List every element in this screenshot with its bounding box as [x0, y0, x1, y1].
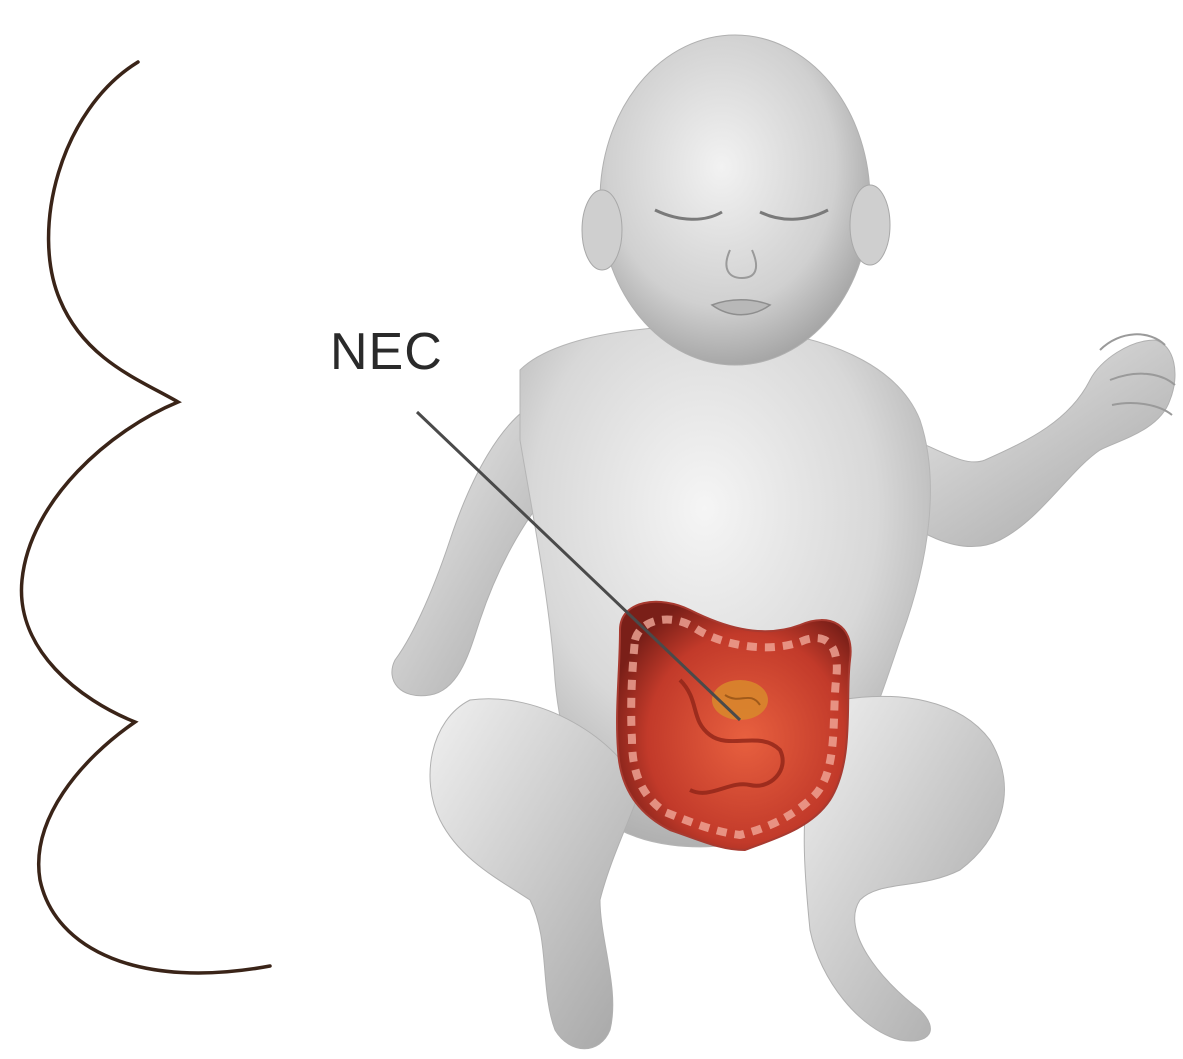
curly-brace-icon	[21, 62, 270, 973]
nec-label: NEC	[330, 322, 443, 382]
intestine-illustration	[617, 602, 851, 850]
infant-illustration	[392, 35, 1175, 1049]
